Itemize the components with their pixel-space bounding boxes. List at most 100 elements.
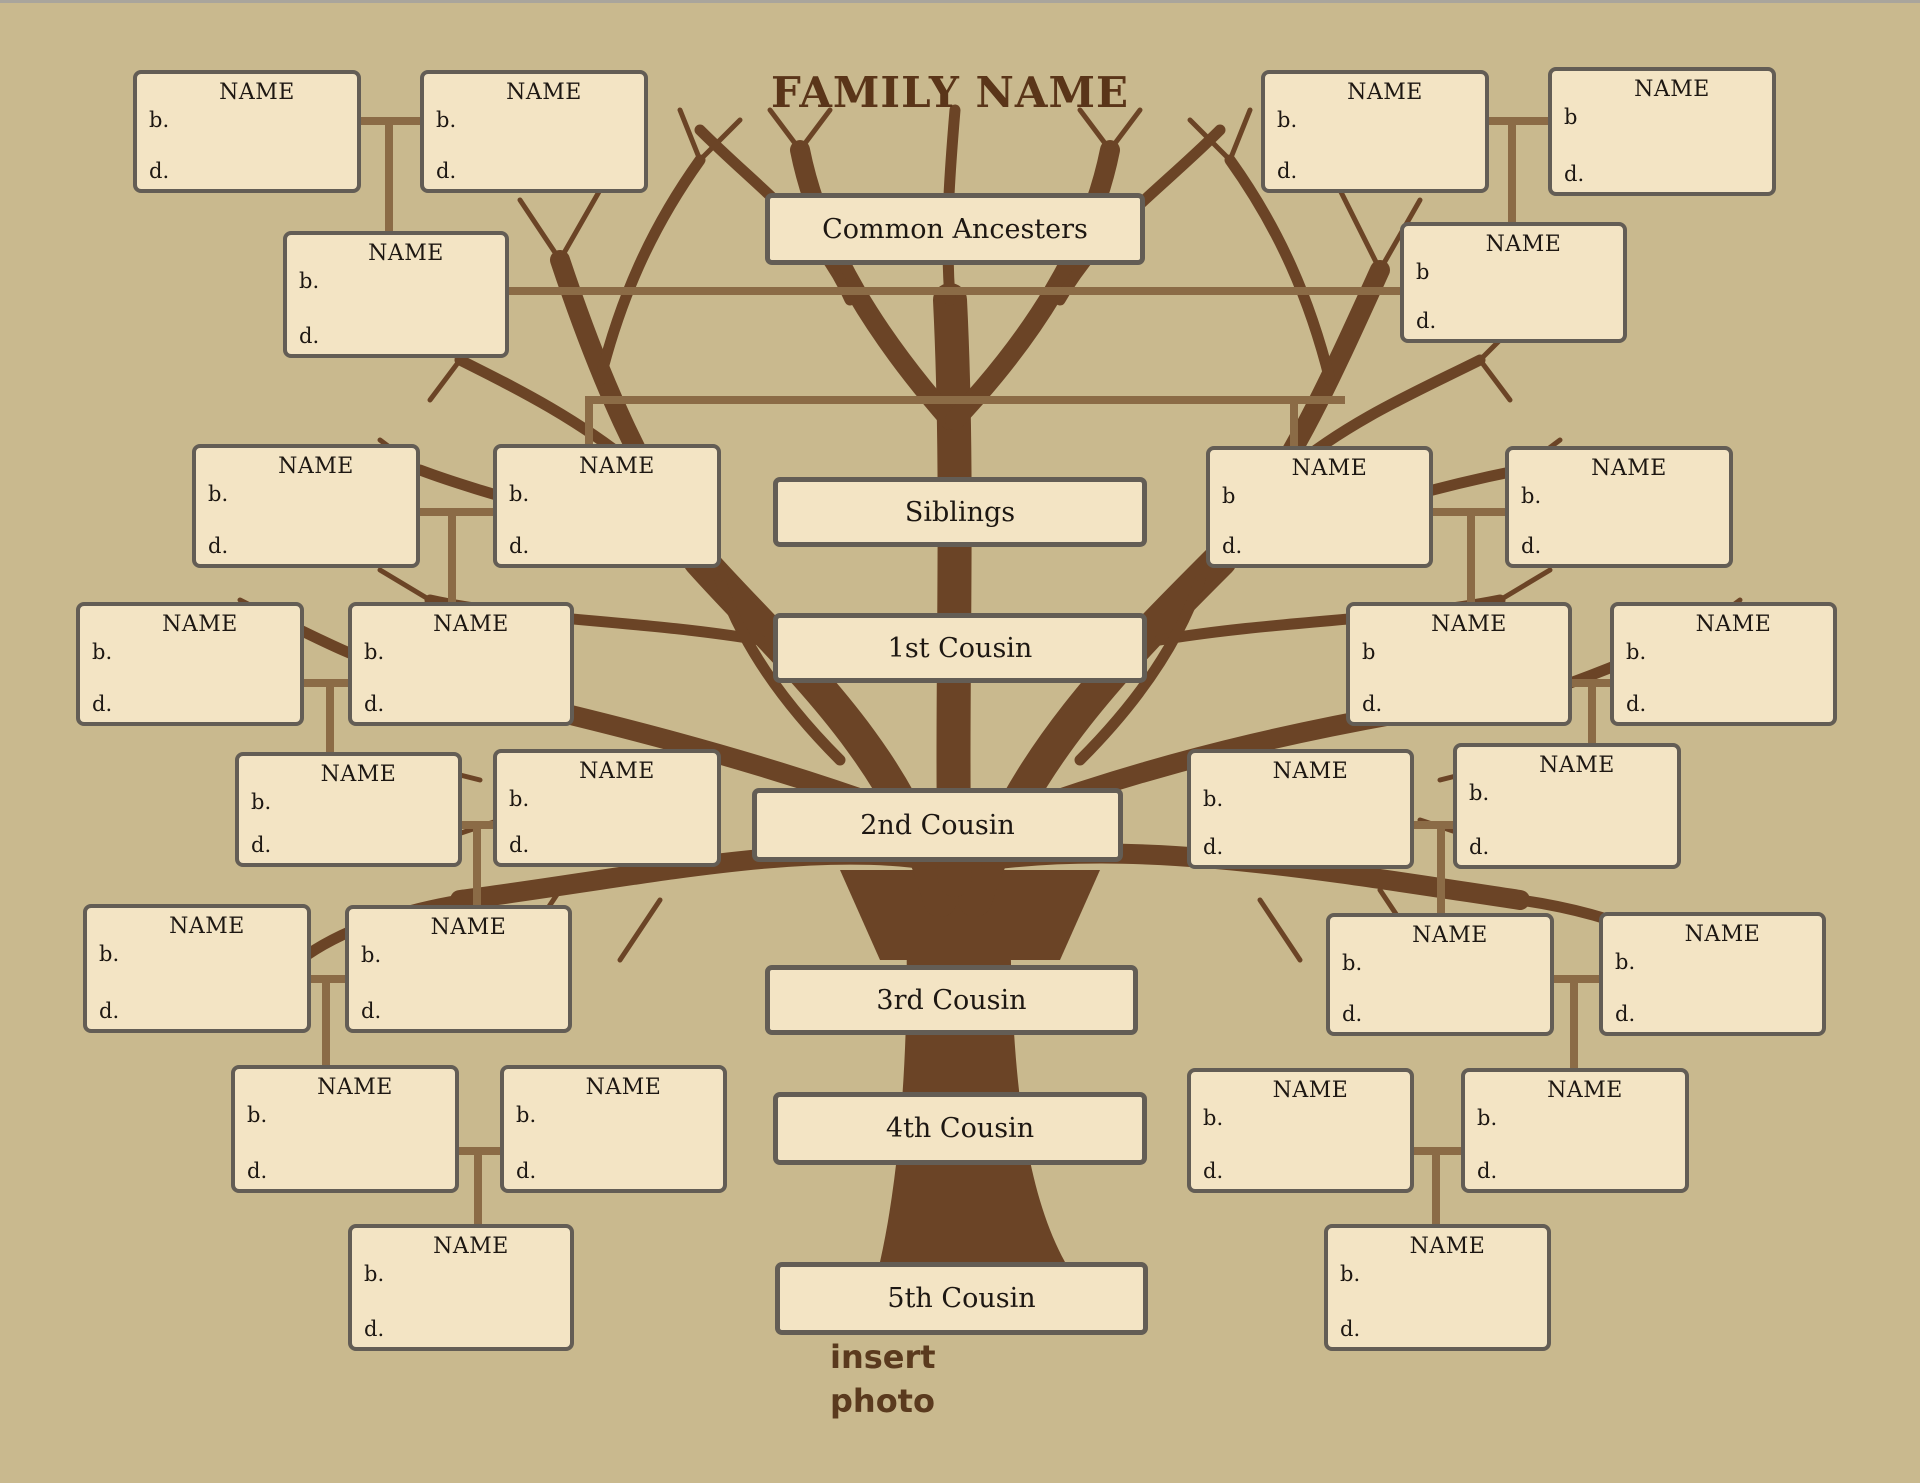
person-card[interactable]: NAME b d. [1346,602,1572,726]
person-name[interactable]: NAME [506,80,582,105]
person-name[interactable]: NAME [433,1234,509,1259]
birth-label[interactable]: b. [436,108,457,132]
generation-2nd-cousin[interactable]: 2nd Cousin [752,788,1123,862]
person-name[interactable]: NAME [579,759,655,784]
birth-label[interactable]: b. [1626,640,1647,664]
person-name[interactable]: NAME [1272,759,1349,784]
birth-label[interactable]: b. [364,1262,385,1286]
birth-label[interactable]: b. [208,482,229,506]
death-label[interactable]: d. [436,159,457,183]
person-name[interactable]: NAME [320,762,397,787]
death-label[interactable]: d. [149,159,170,183]
death-label[interactable]: d. [509,534,530,558]
person-card[interactable]: NAME b. d. [235,752,462,867]
death-label[interactable]: d. [1564,162,1585,186]
person-name[interactable]: NAME [433,612,509,637]
death-label[interactable]: d. [99,999,120,1023]
birth-label[interactable]: b. [149,108,170,132]
person-card[interactable]: NAME b. d. [493,749,721,867]
family-name-title[interactable]: FAMILY NAME [770,68,1129,117]
person-name[interactable]: NAME [1291,456,1368,481]
generation-siblings[interactable]: Siblings [773,477,1147,547]
death-label[interactable]: d. [1521,534,1542,558]
birth-label[interactable]: b. [1521,484,1542,508]
person-name[interactable]: NAME [169,914,245,939]
generation-1st-cousin[interactable]: 1st Cousin [773,613,1147,683]
death-label[interactable]: d. [1469,835,1490,859]
birth-label[interactable]: b. [247,1103,268,1127]
death-label[interactable]: d. [247,1159,268,1183]
death-label[interactable]: d. [1340,1317,1361,1341]
birth-label[interactable]: b. [509,787,530,811]
person-name[interactable]: NAME [1412,923,1488,948]
person-name[interactable]: NAME [585,1075,662,1100]
death-label[interactable]: d. [1203,835,1224,859]
birth-label[interactable]: b. [1340,1262,1361,1286]
death-label[interactable]: d. [509,833,530,857]
death-label[interactable]: d. [364,1317,385,1341]
person-card[interactable]: NAME b. d. [231,1065,459,1193]
person-name[interactable]: NAME [1634,77,1710,102]
death-label[interactable]: d. [1342,1002,1363,1026]
person-card[interactable]: NAME b d. [1548,67,1776,196]
person-name[interactable]: NAME [1347,80,1423,105]
birth-label[interactable]: b [1222,484,1236,508]
birth-label[interactable]: b. [92,640,113,664]
death-label[interactable]: d. [208,534,229,558]
birth-label[interactable]: b. [1203,1106,1224,1130]
person-name[interactable]: NAME [1431,612,1507,637]
generation-4th-cousin[interactable]: 4th Cousin [773,1092,1147,1165]
birth-label[interactable]: b. [1203,787,1224,811]
death-label[interactable]: d. [516,1159,537,1183]
death-label[interactable]: d. [364,692,385,716]
person-card[interactable]: NAME b. d. [420,70,648,193]
insert-photo-placeholder[interactable]: insert photo [830,1338,936,1420]
person-name[interactable]: NAME [317,1075,393,1100]
person-name[interactable]: NAME [162,612,238,637]
person-card[interactable]: NAME b. d. [192,444,420,568]
death-label[interactable]: d. [1277,159,1298,183]
person-name[interactable]: NAME [1695,612,1772,637]
person-name[interactable]: NAME [219,80,295,105]
person-name[interactable]: NAME [1272,1078,1349,1103]
birth-label[interactable]: b [1362,640,1376,664]
birth-label[interactable]: b [1416,260,1430,284]
birth-label[interactable]: b. [251,790,272,814]
person-name[interactable]: NAME [1485,232,1562,257]
death-label[interactable]: d. [251,833,272,857]
birth-label[interactable]: b. [1342,951,1363,975]
death-label[interactable]: d. [361,999,382,1023]
death-label[interactable]: d. [1203,1159,1224,1183]
death-label[interactable]: d. [1362,692,1383,716]
generation-3rd-cousin[interactable]: 3rd Cousin [765,965,1138,1035]
person-name[interactable]: NAME [1539,753,1615,778]
person-name[interactable]: NAME [1684,922,1761,947]
person-name[interactable]: NAME [368,241,444,266]
person-name[interactable]: NAME [1409,1234,1486,1259]
person-name[interactable]: NAME [579,454,655,479]
person-card[interactable]: NAME b. d. [133,70,361,193]
generation-5th-cousin[interactable]: 5th Cousin [775,1262,1148,1335]
birth-label[interactable]: b [1564,105,1578,129]
birth-label[interactable]: b. [516,1103,537,1127]
birth-label[interactable]: b. [1615,950,1636,974]
person-name[interactable]: NAME [278,454,354,479]
birth-label[interactable]: b. [99,942,120,966]
death-label[interactable]: d. [1477,1159,1498,1183]
person-card[interactable]: NAME b. d. [500,1065,727,1193]
person-name[interactable]: NAME [1547,1078,1623,1103]
generation-common-ancestors[interactable]: Common Ancesters [765,193,1145,265]
person-card[interactable]: NAME b. d. [83,904,311,1033]
